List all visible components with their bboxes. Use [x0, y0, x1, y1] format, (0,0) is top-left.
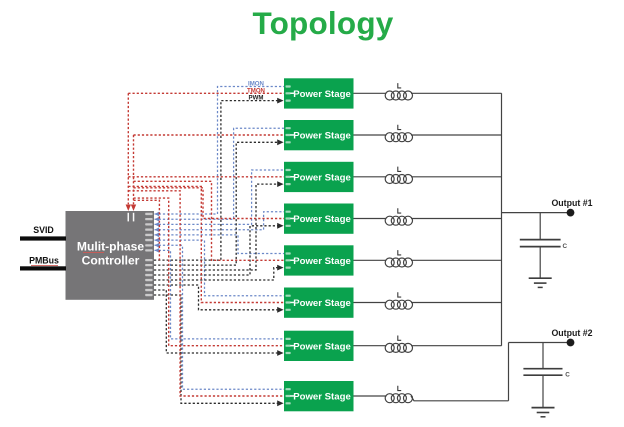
svg-text:Power Stage: Power Stage [293, 89, 351, 100]
svg-text:Power Stage: Power Stage [293, 392, 351, 403]
svg-text:Power Stage: Power Stage [293, 131, 351, 142]
svg-text:TMON: TMON [247, 87, 265, 94]
svg-text:Controller: Controller [82, 253, 140, 267]
svg-text:Output #1: Output #1 [551, 198, 592, 208]
svg-text:SVID: SVID [33, 225, 54, 235]
svg-text:PMBus: PMBus [29, 256, 59, 266]
svg-text:Power Stage: Power Stage [293, 172, 351, 183]
svg-text:Output #2: Output #2 [551, 328, 592, 338]
svg-text:Topology: Topology [253, 5, 394, 41]
svg-text:C: C [563, 243, 568, 250]
svg-text:IMON: IMON [248, 80, 264, 87]
svg-text:Power Stage: Power Stage [293, 341, 351, 352]
svg-text:Power Stage: Power Stage [293, 214, 351, 225]
svg-text:PWM: PWM [249, 94, 264, 101]
svg-text:Mulit-phase: Mulit-phase [77, 240, 144, 254]
svg-text:Power Stage: Power Stage [293, 298, 351, 309]
svg-text:Power Stage: Power Stage [293, 256, 351, 267]
svg-text:C: C [565, 372, 570, 379]
